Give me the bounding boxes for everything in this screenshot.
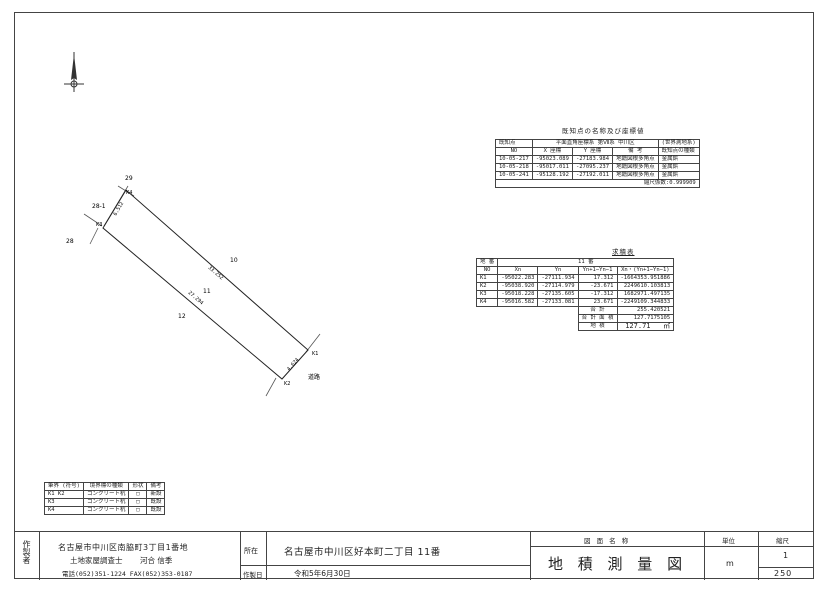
- area-calc-title: 求積表: [612, 248, 635, 256]
- boundary-line: [265, 377, 277, 397]
- boundary-line: [305, 333, 321, 353]
- mk-cell: 新設: [146, 490, 166, 499]
- mk-cell: コンクリート杭: [82, 506, 130, 515]
- creator-profession: 土地家屋調査士: [70, 556, 123, 565]
- mk-cell: K4: [44, 506, 84, 515]
- dim-k3-k2: 27.294: [187, 290, 205, 306]
- mk-cell: コンクリート杭: [82, 490, 130, 499]
- dim-k3-k4: 6.512: [113, 201, 126, 217]
- north-arrow-icon: [64, 52, 84, 92]
- neighbor-12: 12: [178, 313, 186, 320]
- table-row: K2 -95038.920 -27114.979 -23.671 2249610…: [475, 282, 675, 291]
- mk-header: 境界標の種類: [82, 482, 130, 491]
- title-block: 作製者 名古屋市中川区南脇町3丁目1番地 土地家屋調査士 河合 信季 電話(05…: [14, 531, 814, 580]
- table-row: K1 K2 コンクリート杭 □ 新設: [44, 490, 166, 499]
- date-label: 作製日: [243, 571, 263, 579]
- neighbor-10: 10: [230, 257, 238, 264]
- dim-k1-k2: 4.624: [286, 357, 301, 372]
- point-k2: K2: [284, 381, 290, 387]
- boundary-line: [83, 213, 103, 227]
- location-value: 名古屋市中川区好本町二丁目 11番: [284, 547, 441, 558]
- parcel-11: 11: [203, 288, 211, 295]
- neighbor-29: 29: [125, 175, 133, 182]
- mk-header: 筆界 (符号): [44, 482, 84, 491]
- mk-cell: コンクリート杭: [82, 498, 130, 507]
- point-k3: K3: [96, 222, 102, 228]
- scale-denominator: 250: [774, 569, 793, 578]
- mk-header: 形状: [128, 482, 148, 491]
- creator-surveyor: 河合 信季: [140, 556, 173, 565]
- creator-address: 名古屋市中川区南脇町3丁目1番地: [58, 543, 189, 552]
- unit-value: m: [726, 559, 734, 568]
- mk-cell: K3: [44, 498, 84, 507]
- markers-table: 筆界 (符号) 境界標の種類 形状 備考 K1 K2 コンクリート杭 □ 新設 …: [44, 482, 166, 515]
- point-k1: K1: [312, 351, 318, 357]
- neighbor-28-1: 28-1: [92, 203, 106, 210]
- ac-area-label: 地 積: [577, 322, 618, 331]
- table-row: K3 コンクリート杭 □ 既設: [44, 498, 166, 507]
- boundary-line: [89, 227, 99, 245]
- drawing-name-label: 図 面 名 称: [584, 537, 631, 545]
- benchmarks-table: 既知点 平面直角座標系 第Ⅶ系 中川区 (世界測地系) NO X 座標 Y 座標…: [495, 139, 700, 188]
- ac-area-number: 127.71: [625, 322, 651, 330]
- scale-numerator: 1: [783, 551, 789, 560]
- road-label: 道路: [308, 373, 320, 381]
- mk-cell: 既設: [146, 506, 166, 515]
- area-calc-table: 地 番 11 番 NO Xn Yn Yn+1−Yn−1 Xn・(Yn+1−Yn−…: [475, 258, 675, 331]
- mk-cell: 既設: [146, 498, 166, 507]
- ac-area-value: 127.71 ㎡: [616, 322, 675, 331]
- drawing-frame: [14, 12, 814, 579]
- dim-k4-k1: 33.252: [207, 265, 225, 281]
- date-value: 令和5年6月30日: [294, 569, 351, 578]
- point-k4: K4: [126, 190, 132, 196]
- mk-cell: K1 K2: [44, 490, 84, 499]
- creator-phone: 電話(052)351-1224 FAX(052)353-0187: [62, 570, 193, 578]
- scale-label: 縮尺: [776, 537, 789, 545]
- mk-header: 備考: [146, 482, 166, 491]
- drawing-name: 地 積 測 量 図: [548, 555, 688, 573]
- bm-scale-factor: 縮尺係数:0.999909: [495, 179, 700, 188]
- table-row: K3 -95018.228 -27135.605 -17.312 1682971…: [475, 290, 675, 299]
- mk-cell: □: [128, 490, 148, 499]
- table-row: K4 コンクリート杭 □ 既設: [44, 506, 166, 515]
- mk-cell: □: [128, 506, 148, 515]
- parcel-boundary: [102, 189, 309, 380]
- ac-area-unit: ㎡: [663, 322, 671, 330]
- neighbor-28: 28: [66, 238, 74, 245]
- creator-label: 作製者: [22, 540, 31, 564]
- location-label: 所在: [244, 547, 258, 555]
- parcel-plot: 29 28-1 28 10 11 12 K1 K2 K3 K4 6.512 33…: [66, 175, 321, 397]
- mk-cell: □: [128, 498, 148, 507]
- benchmarks-title: 既知点の名称及び座標値: [562, 127, 645, 135]
- table-row: K1 -95022.283 -27111.934 17.312 -1664353…: [475, 274, 675, 283]
- unit-label: 単位: [722, 537, 735, 545]
